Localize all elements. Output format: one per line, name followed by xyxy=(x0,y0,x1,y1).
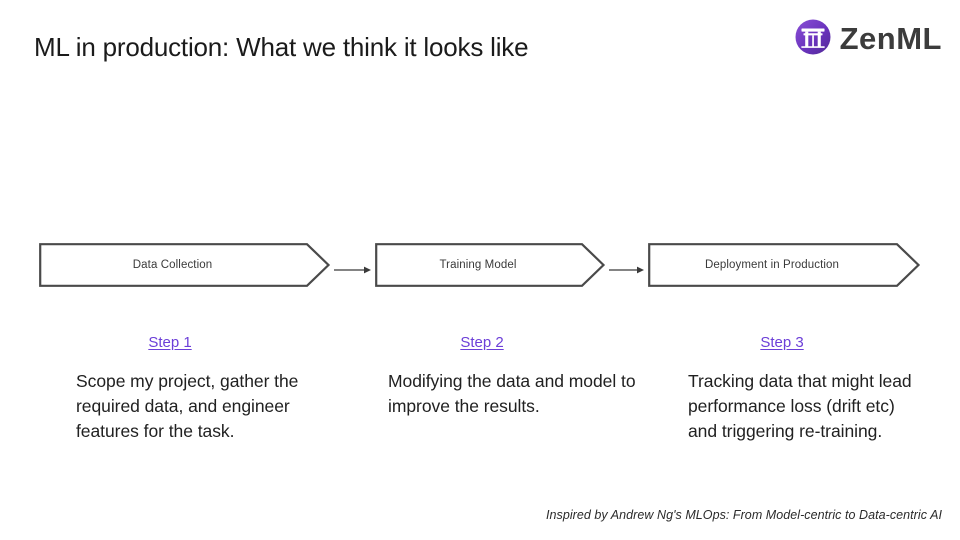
attribution-note: Inspired by Andrew Ng's MLOps: From Mode… xyxy=(546,508,942,522)
step-column-2: Step 2 Modifying the data and model to i… xyxy=(388,334,638,419)
chevron-shape-2 xyxy=(375,243,605,287)
step-1-description: Scope my project, gather the required da… xyxy=(76,371,299,441)
step-3-link[interactable]: Step 3 xyxy=(760,334,804,351)
arrow-right-icon xyxy=(609,266,644,274)
pipeline-connector-1 xyxy=(334,265,372,274)
torii-gate-icon xyxy=(793,17,833,57)
page-title: ML in production: What we think it looks… xyxy=(34,32,529,62)
zenml-wordmark: ZenML xyxy=(839,20,942,56)
pipeline-connector-2 xyxy=(609,265,645,274)
pipeline-diagram: Data Collection Training Model Deploymen… xyxy=(0,243,960,287)
arrow-right-icon xyxy=(334,266,371,274)
step-column-1: Step 1 Scope my project, gather the requ… xyxy=(76,334,326,444)
step-column-3: Step 3 Tracking data that might lead per… xyxy=(688,334,918,444)
pipeline-stage-deployment-in-production[interactable]: Deployment in Production xyxy=(648,243,920,287)
step-2-link[interactable]: Step 2 xyxy=(460,334,504,351)
pipeline-stage-data-collection[interactable]: Data Collection xyxy=(39,243,330,287)
chevron-shape-3 xyxy=(648,243,920,287)
pipeline-stage-label: Data Collection xyxy=(132,259,213,271)
step-2-description: Modifying the data and model to improve … xyxy=(388,371,636,416)
pipeline-stage-label: Deployment in Production xyxy=(704,259,840,271)
step-3-description: Tracking data that might lead performanc… xyxy=(688,371,912,441)
zenml-logo[interactable]: ZenML xyxy=(793,17,942,57)
pipeline-stage-label: Training Model xyxy=(439,259,517,271)
chevron-shape-1 xyxy=(39,243,330,287)
step-1-link[interactable]: Step 1 xyxy=(148,334,192,351)
pipeline-stage-training-model[interactable]: Training Model xyxy=(375,243,605,287)
